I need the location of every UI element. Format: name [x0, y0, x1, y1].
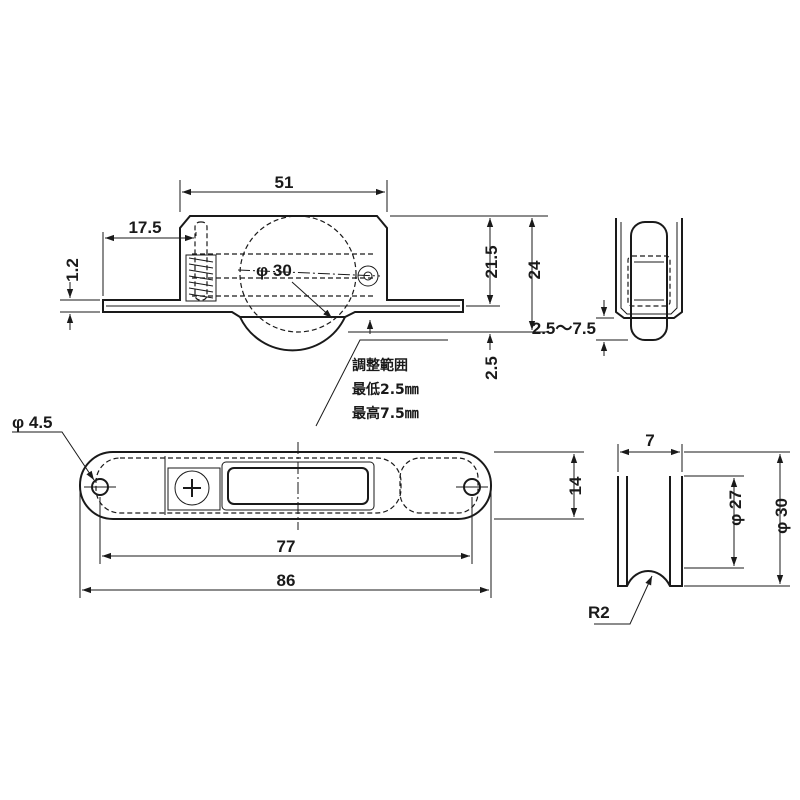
axle-outer: [357, 265, 379, 287]
plate-hidden: [399, 457, 479, 514]
dim-range-label: 2.5～7.5: [532, 319, 596, 338]
screw-housing: [167, 467, 221, 511]
adjust-note-max: 最高7.5㎜: [352, 405, 419, 422]
dim-r2-label: R2: [588, 603, 610, 622]
dim-hole-leader: [12, 431, 95, 481]
dim-wheel-dia-leader: [291, 281, 333, 319]
dim-17-5-label: 17.5: [128, 218, 161, 237]
bracket-outline: [102, 215, 464, 318]
dim-1-2-label: 1.2: [63, 258, 82, 282]
wheel-lower: [239, 316, 346, 352]
screw-cross-icon: [183, 479, 201, 497]
side-view: 2.5～7.5: [532, 218, 683, 356]
bottom-dims: φ 4.5 77 86 14: [12, 413, 585, 598]
wheel-profile: 7 φ 27 φ 30 R2: [588, 431, 791, 625]
dim-51-label: 51: [275, 173, 294, 192]
base-plate: [79, 451, 492, 520]
spring: [185, 254, 217, 302]
dim-14-label: 14: [566, 476, 585, 495]
dim-wheel-dia-label: φ 30: [256, 261, 292, 280]
dim-21-5-label: 21.5: [482, 245, 501, 278]
dim-86-label: 86: [277, 571, 296, 590]
dim-2-5-label: 2.5: [482, 356, 501, 380]
dim-30-label: φ 30: [772, 498, 791, 534]
side-bracket: [615, 218, 683, 319]
center-line: [237, 269, 381, 277]
dim-r2-leader: [594, 575, 653, 625]
dim-hole-label: φ 4.5: [12, 413, 53, 432]
dim-27-label: φ 27: [726, 490, 745, 526]
dim-7-label: 7: [645, 431, 654, 450]
dim-24-label: 24: [525, 260, 544, 279]
wheel-hidden: [239, 215, 357, 333]
side-wheel: [630, 221, 668, 341]
bottom-view: [79, 442, 492, 530]
axle-inner: [363, 271, 373, 281]
side-wheel-hub: [627, 255, 671, 307]
front-view: [102, 215, 464, 352]
bracket-hidden: [95, 457, 402, 514]
screw-head: [174, 470, 210, 506]
front-dims: 51 17.5 1.2 φ 30 21.5 24 2.5 調整範囲 最低2.5㎜: [60, 173, 548, 427]
adjust-leader: [315, 339, 448, 427]
adjust-note-min: 最低2.5㎜: [352, 381, 419, 398]
dim-77-label: 77: [277, 537, 296, 556]
adjust-note-title: 調整範囲: [352, 357, 408, 374]
